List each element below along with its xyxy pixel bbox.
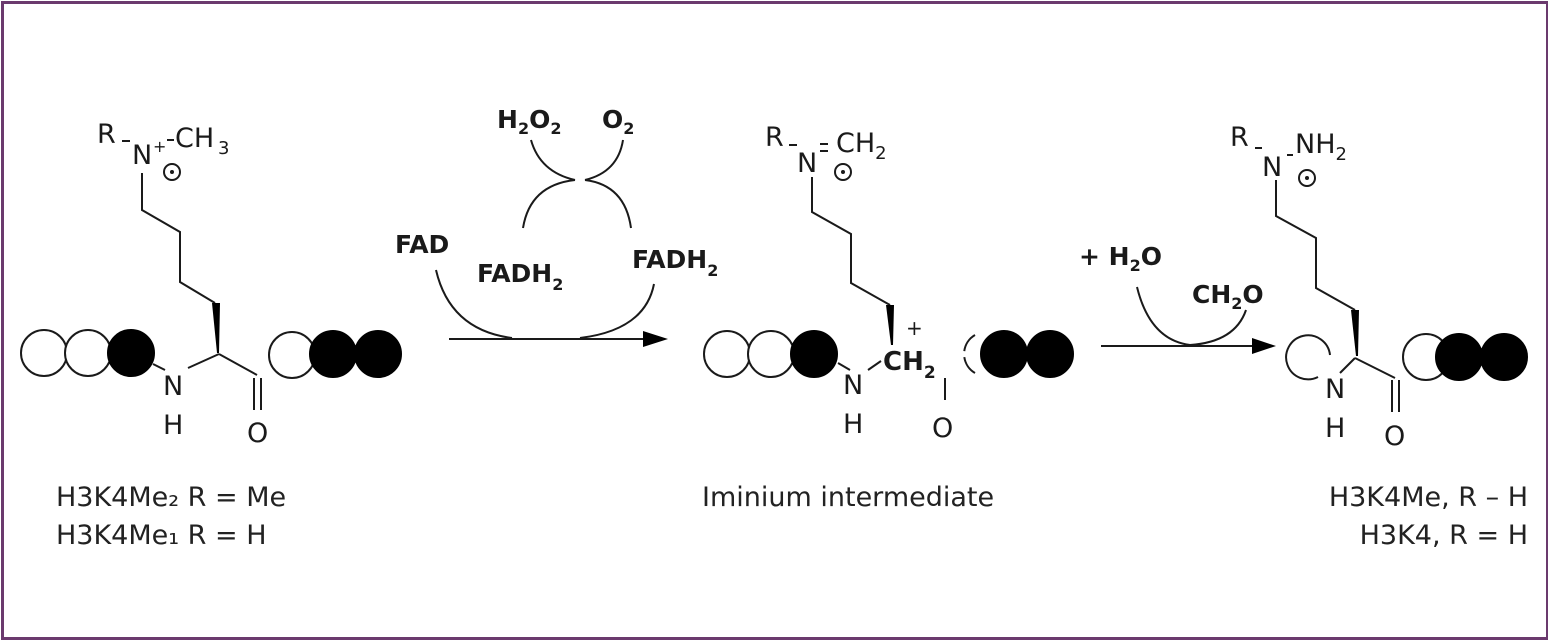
lysine-chain — [141, 173, 216, 304]
fad-arc-left — [435, 269, 513, 339]
bond — [152, 363, 166, 371]
substrate-caption: H3K4Me₂ R = Me H3K4Me₁ R = H — [56, 479, 286, 555]
oxidation-step: H2O2 O2 FAD FADH2 FADH2 — [395, 105, 718, 347]
intermediate-methylene: CH2 — [836, 128, 887, 164]
substrate-carbonyl-o: O — [247, 418, 268, 449]
fadh2-arc-left — [522, 179, 576, 229]
bond — [1339, 357, 1356, 374]
wedge-bond — [886, 305, 894, 345]
residue-open — [703, 330, 751, 378]
product-caption: H3K4Me, R – H H3K4, R = H — [1329, 479, 1528, 555]
lysine-chain — [1275, 180, 1356, 311]
product-r-label: R — [1230, 122, 1249, 153]
arrowhead-icon — [643, 331, 668, 347]
fadh2-label-mid: FADH2 — [477, 259, 563, 294]
wedge-bond — [212, 303, 220, 353]
fad-arc-right — [579, 283, 655, 339]
product-caption-line2: H3K4, R = H — [1359, 520, 1528, 551]
h2o2-arc — [530, 139, 576, 181]
radical-dot-icon — [834, 163, 852, 181]
fadh2-arc-right — [584, 179, 632, 229]
residue-open-partial — [1285, 334, 1331, 381]
residue-filled — [107, 329, 155, 377]
bond — [218, 353, 258, 376]
hydrolysis-step: + H2O CH2O — [1079, 242, 1276, 354]
intermediate-molecule: R N CH2 + CH2 N H O — [703, 122, 1074, 444]
residue-filled — [790, 330, 838, 378]
fadh2-label-right: FADH2 — [632, 245, 718, 280]
product-nh-n: N — [1325, 374, 1345, 405]
residue-filled — [309, 330, 357, 378]
product-carbonyl-o: O — [1384, 421, 1405, 452]
bond — [1354, 357, 1396, 379]
o2-arc — [584, 139, 624, 181]
residue-filled — [354, 330, 402, 378]
residue-filled — [1026, 330, 1074, 378]
substrate-molecule: R N + CH 3 N H O — [20, 119, 402, 449]
bond — [867, 360, 882, 371]
product-nh-h: H — [1325, 413, 1345, 444]
intermediate-ch2: CH2 — [883, 347, 936, 383]
substrate-nh-h: H — [163, 410, 183, 441]
bond — [187, 353, 220, 369]
lysine-chain — [811, 177, 891, 306]
intermediate-caption: Iminium intermediate — [702, 482, 995, 513]
product-n-label: N — [1262, 152, 1282, 183]
product-amine: NH2 — [1295, 129, 1347, 165]
product-caption-line1: H3K4Me, R – H — [1328, 482, 1528, 513]
intermediate-plus: + — [906, 316, 923, 340]
intermediate-nh-n: N — [843, 370, 863, 401]
intermediate-nh-h: H — [843, 409, 863, 440]
substrate-n-label: N — [132, 140, 152, 171]
residue-filled — [980, 330, 1028, 378]
arrowhead-icon — [1252, 338, 1276, 354]
bond — [837, 362, 851, 371]
substrate-methyl-sub: 3 — [218, 138, 229, 159]
radical-dot-icon — [1298, 169, 1316, 187]
substrate-caption-line2: H3K4Me₁ R = H — [56, 520, 267, 551]
intermediate-n-label: N — [797, 148, 817, 179]
h2o2-label: H2O2 — [497, 105, 561, 138]
substrate-caption-line1: H3K4Me₂ R = Me — [56, 482, 287, 513]
substrate-charge: + — [153, 137, 166, 156]
wedge-bond — [1351, 310, 1359, 356]
residue-filled — [1480, 333, 1528, 381]
intermediate-r-label: R — [765, 122, 784, 153]
residue-open-partial — [963, 334, 976, 374]
fad-label: FAD — [395, 230, 449, 259]
water-label: + H2O — [1079, 242, 1162, 275]
substrate-r-label: R — [97, 119, 116, 150]
substrate-nh-n: N — [163, 371, 183, 402]
water-arc — [1136, 286, 1247, 347]
substrate-methyl-label: CH — [175, 123, 214, 154]
residue-open — [268, 331, 316, 379]
residue-open — [20, 329, 68, 377]
residue-filled — [1435, 333, 1483, 381]
formaldehyde-label: CH2O — [1192, 280, 1264, 313]
product-molecule: R N NH2 N H O — [1230, 122, 1528, 452]
intermediate-carbonyl-o: O — [932, 413, 953, 444]
residue-open — [64, 329, 112, 377]
residue-open — [747, 330, 795, 378]
radical-dot-icon — [163, 163, 181, 181]
o2-label: O2 — [602, 105, 634, 138]
